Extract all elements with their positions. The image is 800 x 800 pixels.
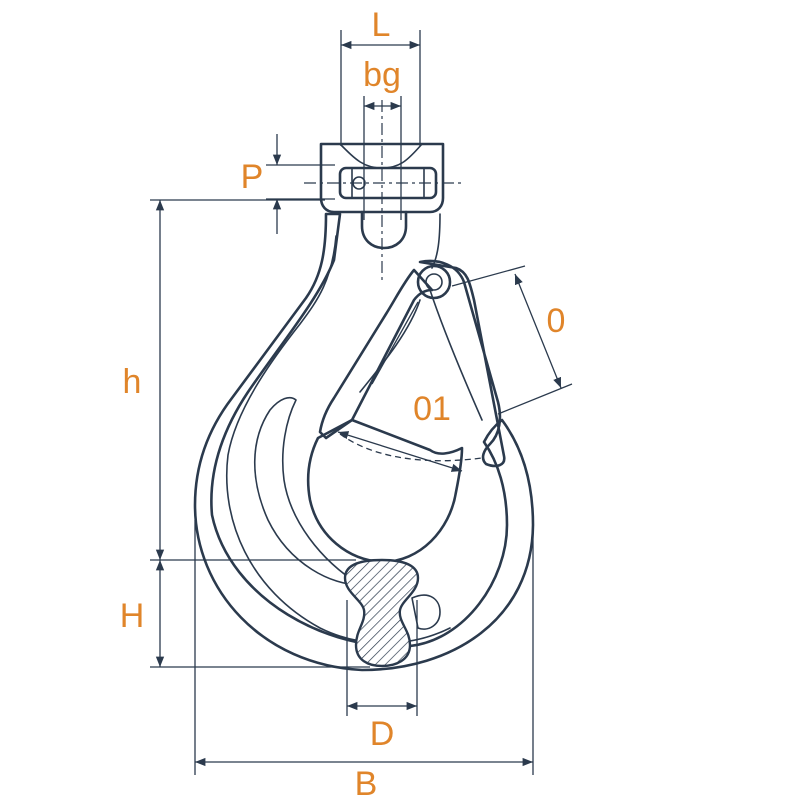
latch-tongue: [418, 259, 506, 468]
latch-pivot-hole: [425, 273, 443, 291]
dimension-labels: L bg P 0 01 h H D B: [120, 6, 566, 800]
hook-outer-contour: [193, 212, 535, 672]
latch-inner-line: [429, 289, 483, 421]
dim-O-extension: [497, 383, 573, 415]
latch-pivot: [416, 264, 452, 300]
label-B: B: [355, 765, 378, 800]
label-h: h: [123, 363, 142, 401]
dim-O-line: [514, 273, 562, 389]
hook-inner-relief: [226, 235, 451, 644]
label-P: P: [241, 158, 264, 196]
dimensions: [150, 30, 573, 775]
dim-O1-arc: [339, 433, 483, 462]
label-H: H: [120, 597, 145, 635]
dim-O1-line: [337, 431, 463, 472]
latch-inner-line: [359, 299, 421, 393]
eye-groove: [339, 143, 423, 169]
label-O1: 01: [413, 390, 451, 428]
label-bg: bg: [363, 56, 401, 94]
label-O: 0: [547, 302, 566, 340]
latch-arm: [318, 268, 434, 440]
safety-latch: [318, 259, 506, 468]
eye-loop: [360, 210, 408, 250]
label-D: D: [370, 715, 395, 753]
hook-eye: [304, 100, 465, 280]
hook-throat: [306, 418, 464, 564]
hook-cross-section: [343, 558, 420, 668]
dim-O1-leader: [371, 301, 419, 385]
dim-O-extension: [451, 265, 526, 287]
label-L: L: [372, 6, 391, 44]
hook-saddle-pocket: [411, 594, 441, 630]
eye-block: [319, 142, 445, 214]
hook-body: [193, 212, 535, 672]
